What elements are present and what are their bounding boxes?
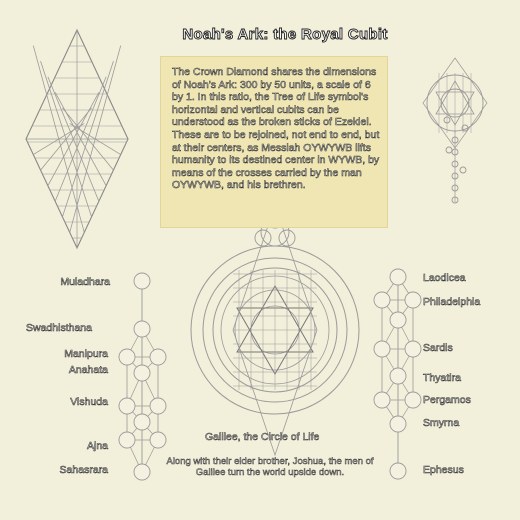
tree-left-node: [133, 272, 151, 290]
chakra-label-ajna: Ajna: [86, 440, 109, 453]
chakra-label-vishuda: Vishuda: [70, 396, 108, 409]
tree-right-node: [404, 291, 422, 309]
center-caption: Galilee, the Circle of Life: [205, 431, 320, 444]
description-paragraph: The Crown Diamond shares the dimensions …: [172, 66, 380, 192]
tree-right-node: [373, 340, 391, 358]
tree-left-node: [133, 320, 151, 338]
tree-right-node: [389, 268, 407, 286]
tree-left-node: [149, 397, 167, 415]
tree-left-node: [133, 463, 151, 481]
tree-right-node: [389, 415, 407, 433]
chakra-label-anahata: Anahata: [68, 364, 109, 377]
tree-right-node: [389, 367, 407, 385]
small-tree-node: [445, 146, 453, 154]
tree-right-node: [389, 311, 407, 329]
tree-right-node: [373, 391, 391, 409]
chakra-label-sahasrara: Sahasrara: [59, 464, 108, 477]
small-tree-node: [443, 116, 451, 124]
church-label-thyatira: Thyatira: [423, 372, 461, 385]
tree-right-node: [373, 291, 391, 309]
church-label-smyrna: Smyrna: [423, 417, 460, 430]
tree-left-node: [118, 431, 136, 449]
tree-right-node: [389, 462, 407, 480]
chakra-label-muladhara: Muladhara: [60, 276, 110, 289]
church-label-pergamos: Pergamos: [423, 394, 471, 407]
tree-left-node: [118, 397, 136, 415]
center-subcaption: Along with their elder brother, Joshua, …: [166, 456, 374, 479]
top-ornament-circle: [278, 229, 296, 247]
chakra-label-manipura: Manipura: [64, 348, 108, 361]
church-label-sardis: Sardis: [423, 342, 453, 355]
page-title: Noah's Ark: the Royal Cubit: [182, 26, 388, 44]
tree-left-node: [133, 364, 151, 382]
central-diamond-outline: [232, 203, 318, 457]
tree-left-node: [149, 431, 167, 449]
text-panel: [160, 56, 388, 228]
church-label-philadelphia: Philadelphia: [423, 296, 481, 309]
church-label-ephesus: Ephesus: [423, 464, 464, 477]
top-ornament-circle: [254, 229, 272, 247]
life-circle-ring: [202, 257, 348, 403]
church-label-laodicea: Laodicea: [423, 272, 466, 285]
tree-left-node: [133, 413, 151, 431]
life-circle-ring: [212, 267, 338, 393]
chakra-label-swadhisthana: Swadhisthana: [26, 322, 93, 335]
tree-left-node: [149, 348, 167, 366]
tree-right-node: [404, 340, 422, 358]
small-tree-node: [459, 166, 467, 174]
small-tree-node: [461, 124, 469, 132]
tree-left-node: [118, 348, 136, 366]
tree-right-node: [404, 391, 422, 409]
